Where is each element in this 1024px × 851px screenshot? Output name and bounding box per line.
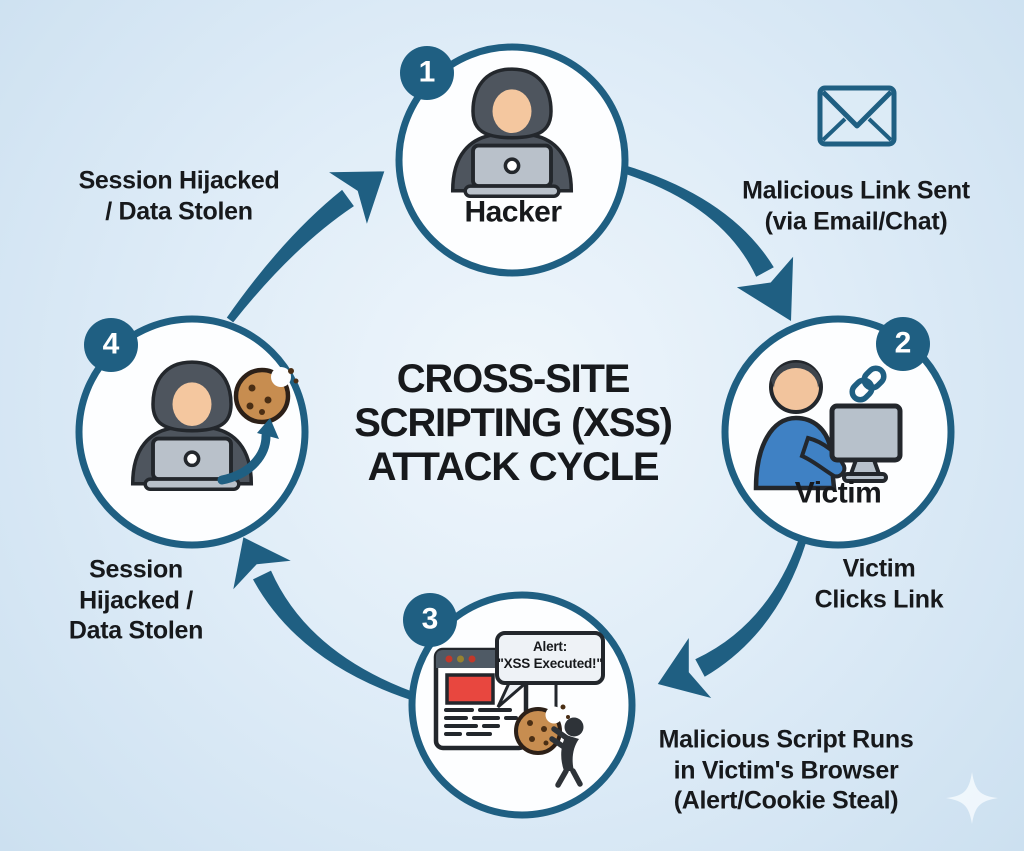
arrow-hacker-to-victim — [618, 164, 794, 321]
browser-text-lines — [444, 708, 518, 736]
chain-link-icon — [849, 365, 887, 403]
arrow-browser-to-hacker — [233, 537, 426, 704]
email-envelope-icon — [817, 85, 897, 147]
edge-label-malicious-script-runs: Malicious Script Runs in Victim's Browse… — [658, 725, 914, 815]
step-badges — [84, 46, 930, 647]
node-label-hacker: Hacker — [464, 195, 562, 229]
victim-at-computer-icon — [753, 360, 903, 491]
node-label-victim: Victim — [794, 476, 882, 510]
badge-step-4 — [84, 318, 138, 372]
cycle-arrows — [226, 164, 806, 704]
alert-speech-bubble — [495, 631, 605, 685]
arrow-hacker-to-start — [226, 171, 385, 323]
edge-label-victim-clicks-link: Victim Clicks Link — [814, 554, 944, 614]
badge-number-3: 3 — [421, 602, 439, 636]
badge-number-4: 4 — [102, 327, 120, 361]
cookie-exfil-arrow-icon — [217, 418, 279, 485]
edge-label-session-hijacked-bottom: Session Hijacked / Data Stolen — [68, 555, 204, 645]
badge-step-1 — [400, 46, 454, 100]
badge-number-2: 2 — [894, 326, 912, 360]
badge-step-2 — [876, 317, 930, 371]
badge-step-3 — [403, 593, 457, 647]
alert-bubble-text: Alert: "XSS Executed!" — [497, 639, 603, 671]
edge-label-malicious-link-sent: Malicious Link Sent (via Email/Chat) — [742, 176, 970, 236]
diagram-title: CROSS-SITE SCRIPTING (XSS) ATTACK CYCLE — [354, 357, 673, 489]
stolen-cookie-icon — [233, 367, 299, 425]
badge-number-1: 1 — [418, 55, 436, 89]
edge-label-session-hijacked-top: Session Hijacked / Data Stolen — [78, 166, 280, 226]
sparkle-icon — [946, 772, 998, 824]
browser-alert-window-icon — [433, 631, 605, 788]
cookie-thief-icon — [514, 704, 584, 788]
arrow-victim-to-browser — [657, 540, 806, 698]
